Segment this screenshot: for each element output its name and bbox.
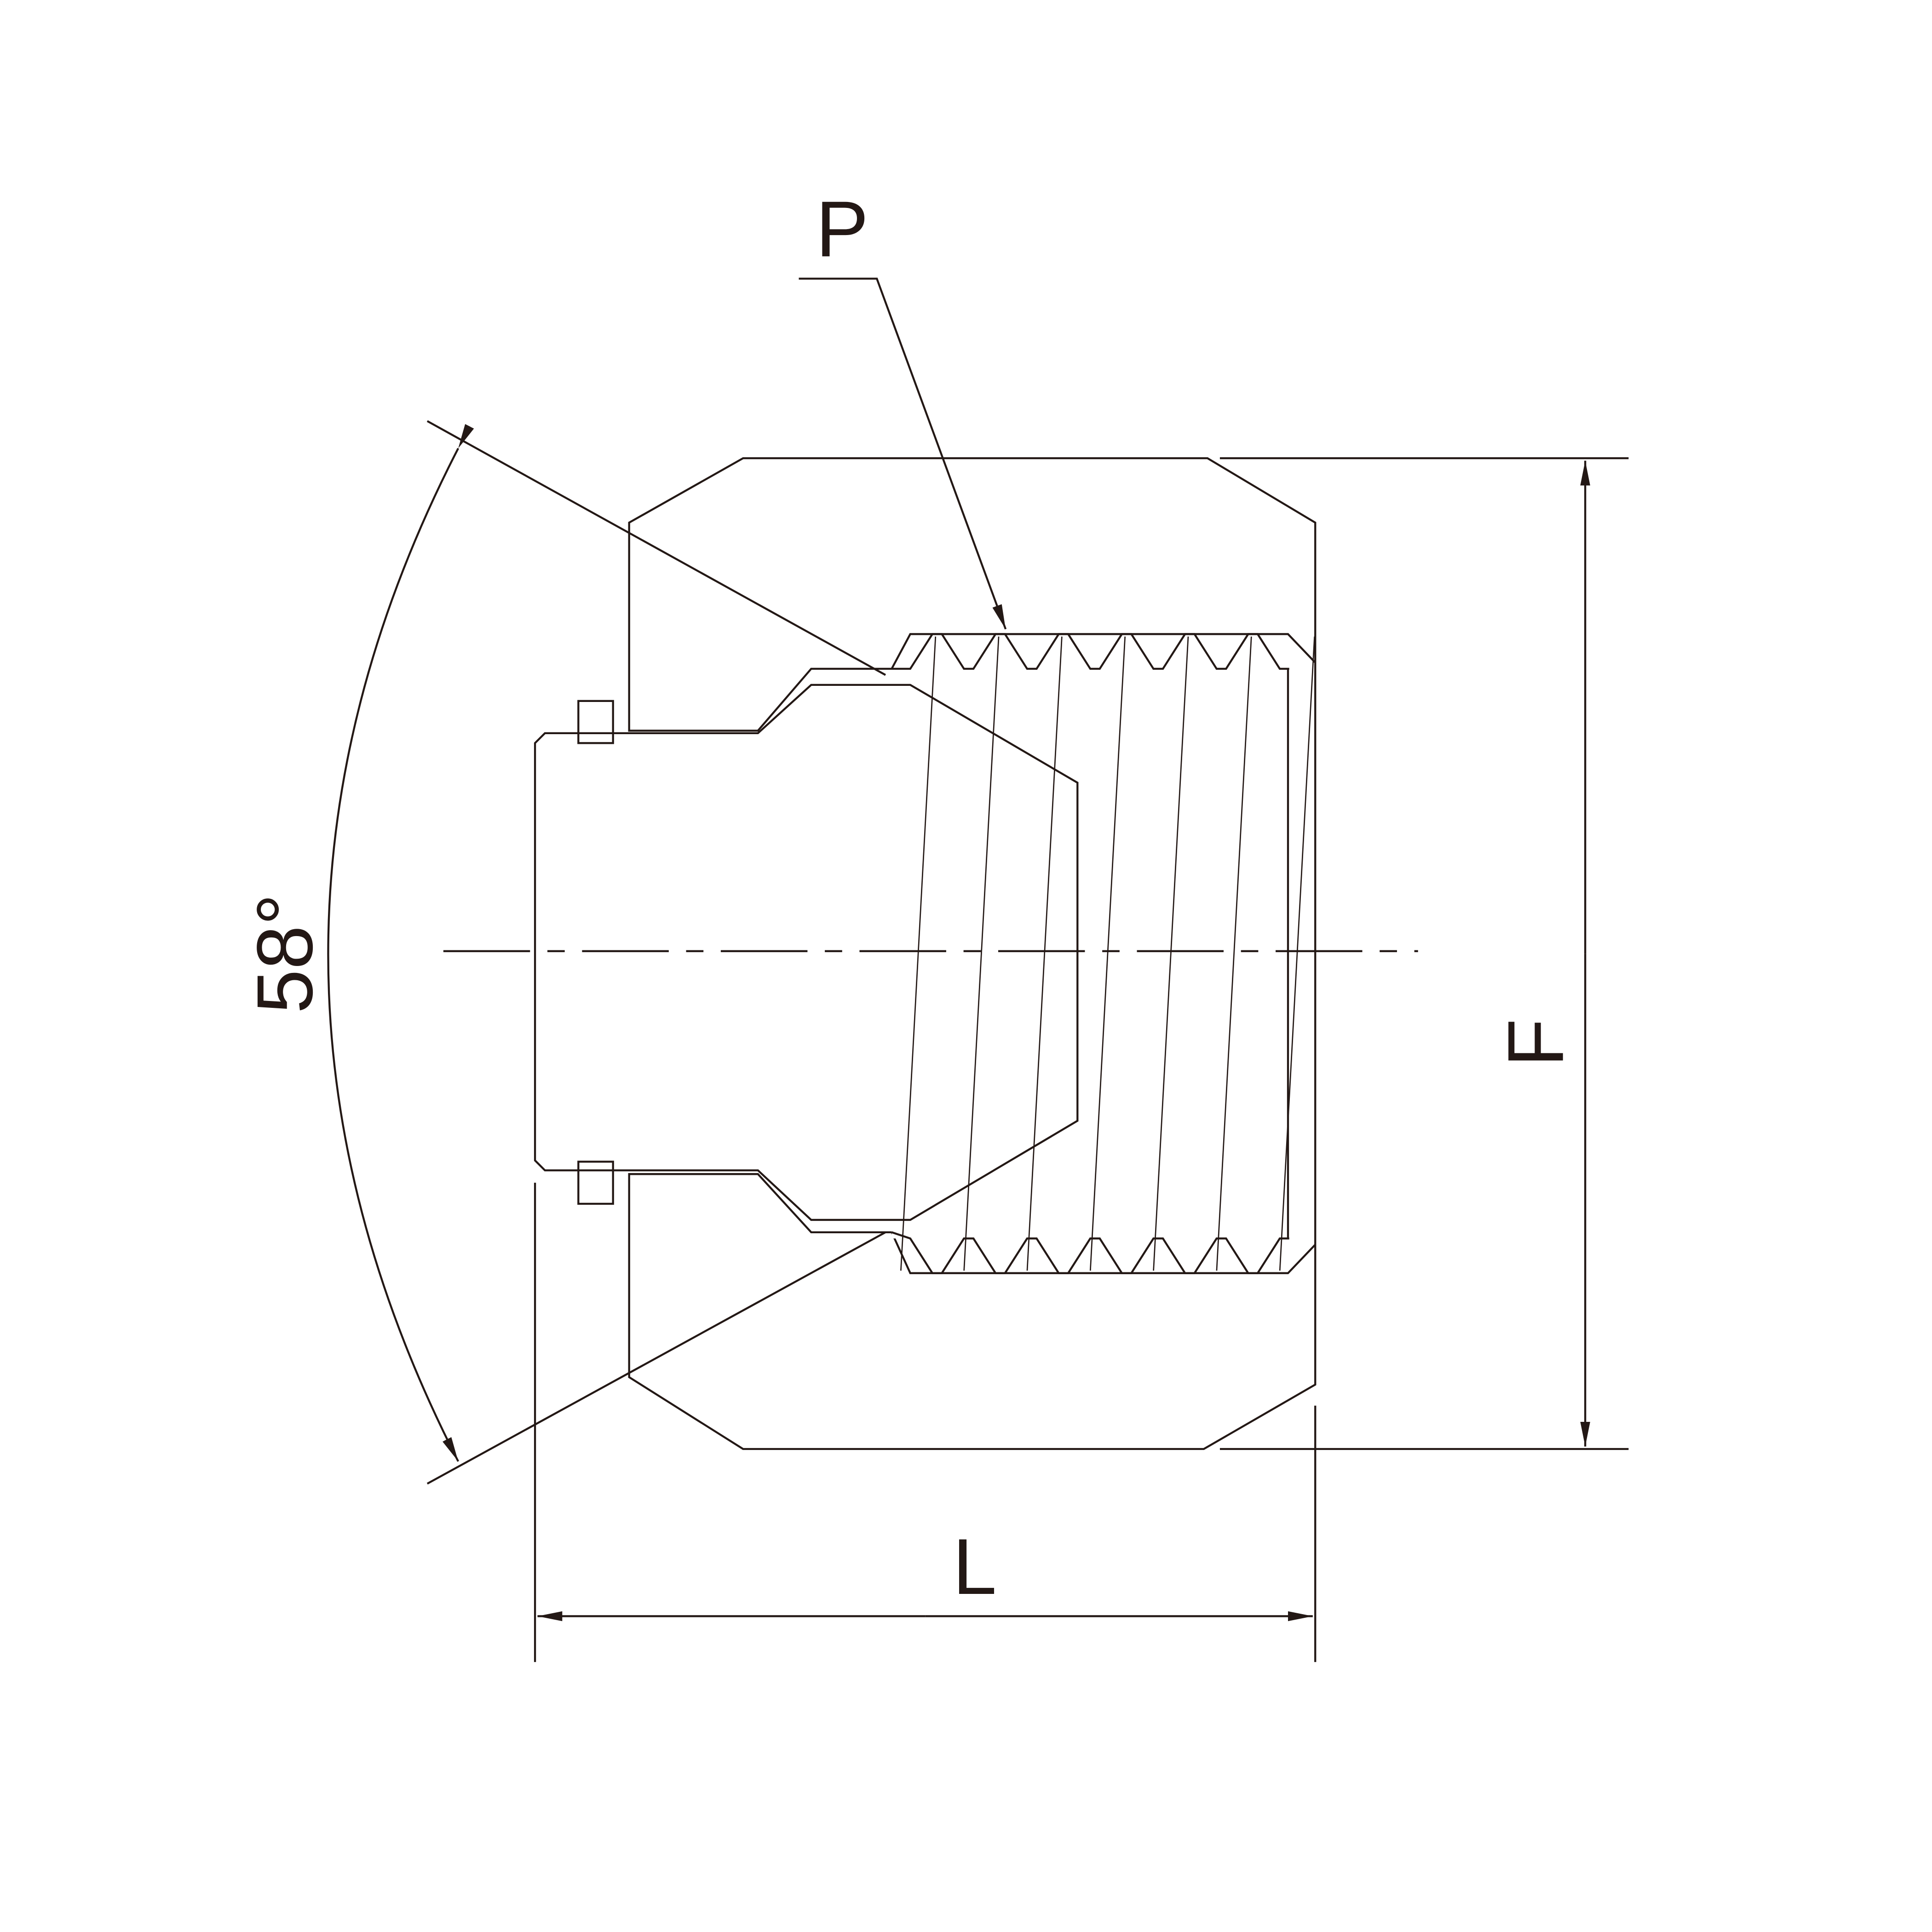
o-ring-bottom xyxy=(577,1161,614,1205)
nut-body xyxy=(628,457,1317,1450)
angle-arc xyxy=(327,424,474,1462)
thread-crest-line xyxy=(1153,636,1189,1271)
f-label: F xyxy=(1491,1018,1580,1067)
thread-profile-top xyxy=(891,633,1289,670)
o-ring-top xyxy=(577,700,614,744)
angle-line-bottom xyxy=(426,1231,886,1485)
angle-label: 58° xyxy=(240,894,329,1014)
thread-crest-line xyxy=(1216,636,1252,1271)
l-label: L xyxy=(953,1522,997,1611)
thread-crest-line xyxy=(963,636,1000,1271)
thread-leader xyxy=(799,277,1007,630)
internal-thread xyxy=(891,633,1315,1274)
plug xyxy=(534,684,1079,1221)
thread-crest-line xyxy=(1089,636,1126,1271)
thread-label: P xyxy=(816,184,868,273)
thread-bore xyxy=(891,668,1288,1239)
thread-crest-line xyxy=(900,636,937,1271)
thread-crest-line xyxy=(1279,636,1315,1271)
angle-line-top xyxy=(426,420,886,676)
thread-crest-line xyxy=(1026,636,1063,1271)
